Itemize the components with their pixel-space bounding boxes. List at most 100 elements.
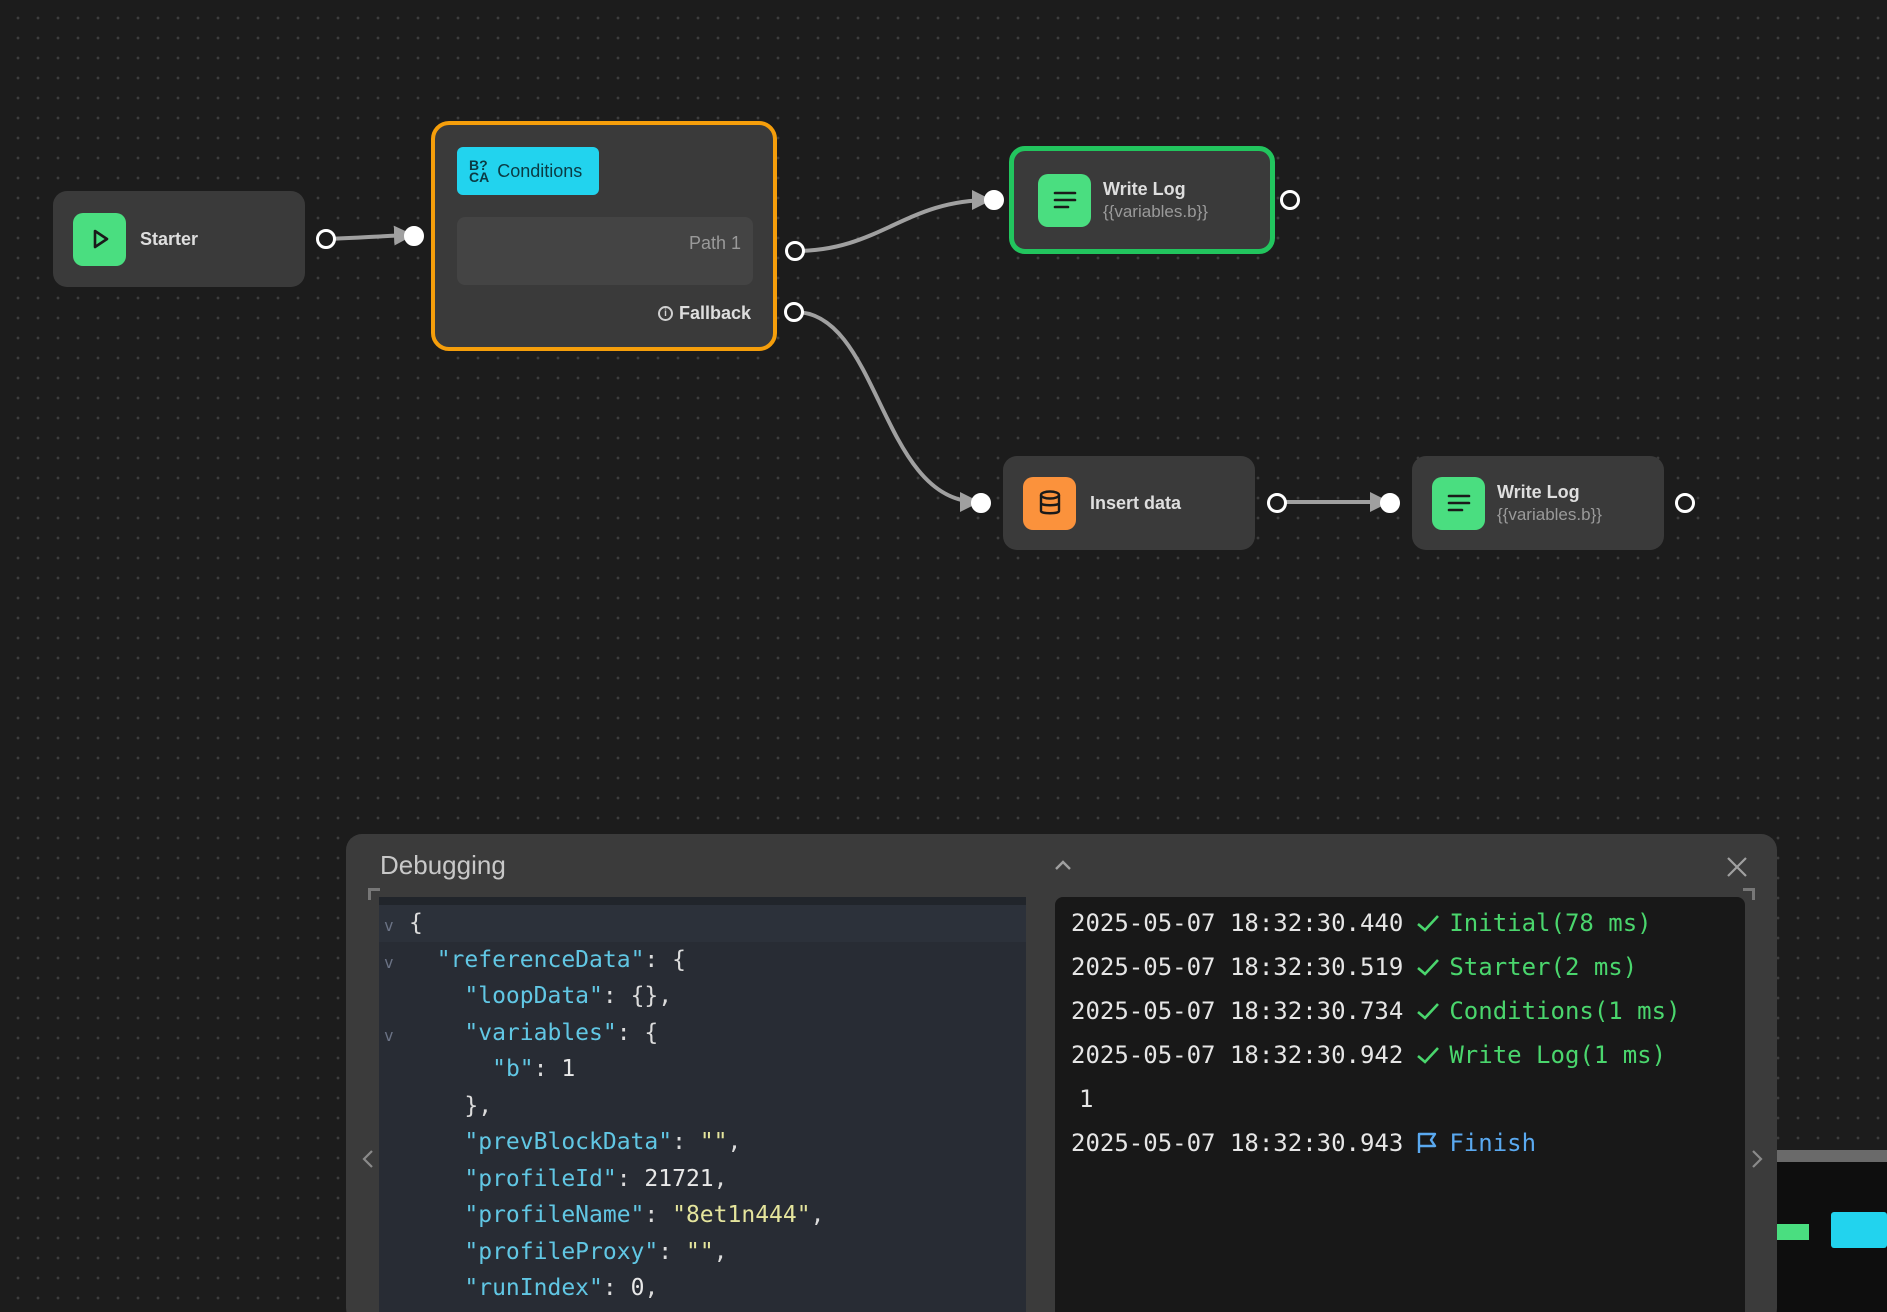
json-key: "variables"	[464, 1020, 616, 1046]
json-line: "profileName": "8et1n444",	[379, 1197, 1026, 1234]
json-punct: ,	[714, 1239, 728, 1265]
json-line: "profileId": 21721,	[379, 1161, 1026, 1198]
json-key: "profileProxy"	[464, 1239, 658, 1265]
edge-fallback-insertdata[interactable]	[795, 312, 978, 502]
edge-path1-writelog[interactable]	[795, 200, 990, 251]
log-output-value: 1	[1071, 1077, 1093, 1121]
log-timestamp: 2025-05-07 18:32:30.440	[1071, 901, 1403, 945]
log-entry: 1	[1055, 1077, 1745, 1121]
write-log-node-top[interactable]: Write Log {{variables.b}}	[1009, 146, 1275, 254]
insert-data-output-handle[interactable]	[1267, 493, 1287, 513]
write-log-node-bottom[interactable]: Write Log {{variables.b}}	[1412, 456, 1664, 550]
json-line: "prevBlockData": "",	[379, 1124, 1026, 1161]
log-timestamp: 2025-05-07 18:32:30.942	[1071, 1033, 1403, 1077]
log-timestamp: 2025-05-07 18:32:30.734	[1071, 989, 1403, 1033]
starter-node[interactable]: Starter	[53, 191, 305, 287]
json-punct: {	[409, 910, 423, 936]
info-icon: i	[658, 306, 673, 321]
database-icon	[1023, 477, 1076, 530]
json-key: "profileName"	[464, 1202, 644, 1228]
json-line: "loopData": {},	[379, 978, 1026, 1015]
json-punct: : {	[644, 947, 686, 973]
write-log-bottom-output-handle[interactable]	[1675, 493, 1695, 513]
fold-toggle-icon[interactable]: v	[384, 908, 394, 945]
flag-icon	[1415, 1131, 1441, 1155]
json-punct: :	[617, 1166, 645, 1192]
json-line: },	[379, 1088, 1026, 1125]
json-punct: ,	[644, 1275, 658, 1301]
log-timestamp: 2025-05-07 18:32:30.519	[1071, 945, 1403, 989]
write-log-title: Write Log	[1103, 179, 1208, 200]
json-punct: : {	[617, 1020, 659, 1046]
json-value: ""	[700, 1129, 728, 1155]
json-punct	[409, 947, 437, 973]
log-step-label: Initial(78 ms)	[1449, 901, 1651, 945]
log-entry: 2025-05-07 18:32:30.519Starter(2 ms)	[1055, 945, 1745, 989]
log-step-label: Write Log(1 ms)	[1449, 1033, 1666, 1077]
write-log-subtitle: {{variables.b}}	[1103, 202, 1208, 222]
write-log-subtitle: {{variables.b}}	[1497, 505, 1602, 525]
execution-log[interactable]: 2025-05-07 18:32:30.440Initial(78 ms)202…	[1055, 897, 1745, 1312]
log-entry: 2025-05-07 18:32:30.734Conditions(1 ms)	[1055, 989, 1745, 1033]
fallback-output-handle[interactable]	[784, 302, 804, 322]
log-finish-label: Finish	[1449, 1121, 1536, 1165]
conditions-input-handle[interactable]	[404, 226, 424, 246]
json-key: "runIndex"	[464, 1275, 602, 1301]
fold-toggle-icon[interactable]: v	[384, 1018, 394, 1055]
adjacent-window	[1777, 1150, 1887, 1312]
check-icon	[1415, 1044, 1441, 1066]
starter-output-handle[interactable]	[316, 229, 336, 249]
check-icon	[1415, 912, 1441, 934]
write-log-top-output-handle[interactable]	[1280, 190, 1300, 210]
write-log-icon	[1038, 174, 1091, 227]
insert-data-node[interactable]: Insert data	[1003, 456, 1255, 550]
close-icon[interactable]	[1724, 854, 1750, 880]
conditions-icon: B?CA	[469, 159, 489, 183]
path-1-label: Path 1	[689, 233, 741, 254]
json-line: v "referenceData": {	[379, 942, 1026, 979]
fold-toggle-icon[interactable]: v	[384, 945, 394, 982]
json-punct	[409, 1202, 464, 1228]
json-punct	[409, 1129, 464, 1155]
chevron-right-icon[interactable]	[1751, 1149, 1763, 1174]
json-punct	[409, 983, 464, 1009]
json-key: "b"	[492, 1056, 534, 1082]
conditions-badge-label: Conditions	[497, 161, 582, 182]
play-icon	[73, 213, 126, 266]
debugging-title: Debugging	[380, 850, 506, 881]
json-value: 21721	[644, 1166, 713, 1192]
resize-corner-top-right[interactable]	[1743, 888, 1755, 900]
path-1-row[interactable]: Path 1	[457, 217, 753, 285]
chevron-left-icon[interactable]	[362, 1149, 374, 1174]
json-punct: ,	[714, 1166, 728, 1192]
starter-title: Starter	[140, 229, 198, 250]
check-icon	[1415, 956, 1441, 978]
json-punct: :	[603, 1275, 631, 1301]
json-punct: :	[644, 1202, 672, 1228]
path-1-output-handle[interactable]	[785, 241, 805, 261]
json-value: ""	[686, 1239, 714, 1265]
json-key: "loopData"	[464, 983, 602, 1009]
fallback-label: Fallback	[679, 303, 751, 324]
json-value: 0	[631, 1275, 645, 1301]
json-punct: :	[534, 1056, 562, 1082]
write-log-bottom-input-handle[interactable]	[1380, 493, 1400, 513]
conditions-badge: B?CA Conditions	[457, 147, 599, 195]
log-entry: 2025-05-07 18:32:30.943Finish	[1055, 1121, 1745, 1165]
json-key: "prevBlockData"	[464, 1129, 672, 1155]
conditions-node[interactable]: B?CA Conditions Path 1 i Fallback	[431, 121, 777, 351]
json-value: 1	[561, 1056, 575, 1082]
json-key: "referenceData"	[437, 947, 645, 973]
fallback-row: i Fallback	[658, 303, 751, 324]
json-value: "8et1n444"	[672, 1202, 810, 1228]
insert-data-input-handle[interactable]	[971, 493, 991, 513]
json-line: v{	[379, 905, 1026, 942]
json-punct	[409, 1166, 464, 1192]
write-log-icon	[1432, 477, 1485, 530]
json-line: "runIndex": 0,	[379, 1270, 1026, 1307]
edge-starter-conditions[interactable]	[326, 235, 412, 239]
write-log-top-input-handle[interactable]	[984, 190, 1004, 210]
collapse-chevron-up-icon[interactable]	[1052, 858, 1074, 872]
write-log-title: Write Log	[1497, 482, 1602, 503]
json-viewer[interactable]: v{v "referenceData": { "loopData": {},v …	[379, 897, 1026, 1312]
